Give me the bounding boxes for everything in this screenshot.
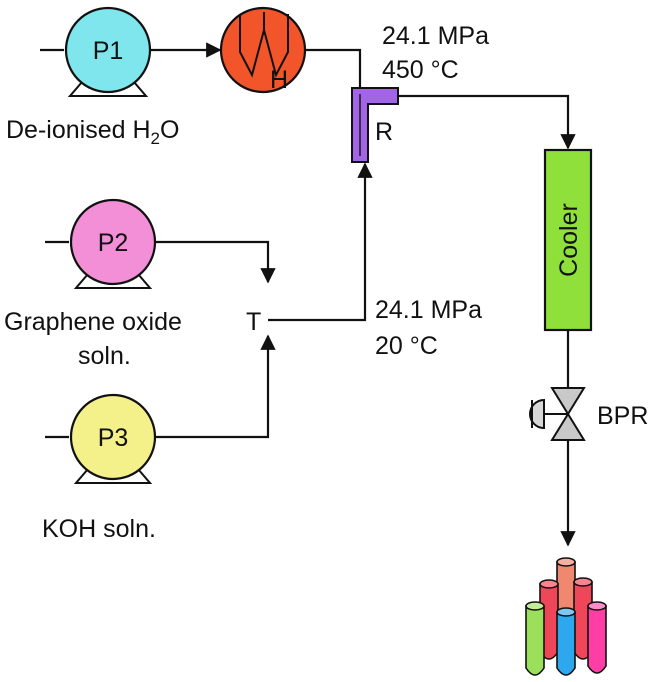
heater-label: H: [270, 66, 288, 94]
pump-p3-label: P3: [98, 424, 129, 452]
pump-p2: P2: [69, 198, 157, 289]
reactor-to-cooler-line: [398, 94, 576, 150]
reactor-body: [351, 87, 399, 163]
pump-p3: P3: [69, 393, 157, 484]
heater: H: [219, 6, 307, 94]
vial-green: [525, 601, 545, 676]
inlet-temperature-label: 20 °C: [375, 332, 438, 360]
cooler-body: [543, 148, 593, 332]
pump-p1-label: P1: [93, 37, 124, 65]
bpr-label: BPR: [597, 402, 648, 430]
inlet-pressure-label: 24.1 MPa: [375, 296, 482, 324]
reactor: R: [351, 87, 399, 163]
collection-vials: [525, 557, 607, 676]
pump-p2-feed-label-line1: Graphene oxide: [4, 308, 182, 336]
pump-p1: P1: [64, 6, 152, 97]
pump-p1-feed-label: De-ionised H2O: [6, 116, 179, 148]
pump-p2-feed-label-line2: soln.: [78, 342, 131, 370]
vial-blue: [556, 607, 576, 676]
bpr-valve: [529, 387, 586, 441]
cooler: Cooler: [543, 148, 593, 332]
tee-to-reactor-line: [268, 162, 373, 322]
heater-to-reactor-line: [305, 48, 362, 90]
pump-p1-body: [64, 6, 152, 94]
p2-to-tee-line: [155, 240, 276, 284]
pump-p2-body: [69, 198, 157, 286]
reactor-pressure-label: 24.1 MPa: [382, 22, 489, 50]
reactor-label: R: [375, 118, 393, 146]
heater-body: [219, 6, 307, 94]
tee-label: T: [246, 308, 261, 336]
reactor-temperature-label: 450 °C: [382, 56, 459, 84]
pump-p3-feed-label: KOH soln.: [42, 515, 156, 543]
vial-pink: [587, 601, 607, 674]
cooler-label: Cooler: [555, 203, 583, 277]
pump-p2-label: P2: [98, 229, 129, 257]
p3-to-tee-line: [155, 334, 276, 439]
pump-p3-body: [69, 393, 157, 481]
